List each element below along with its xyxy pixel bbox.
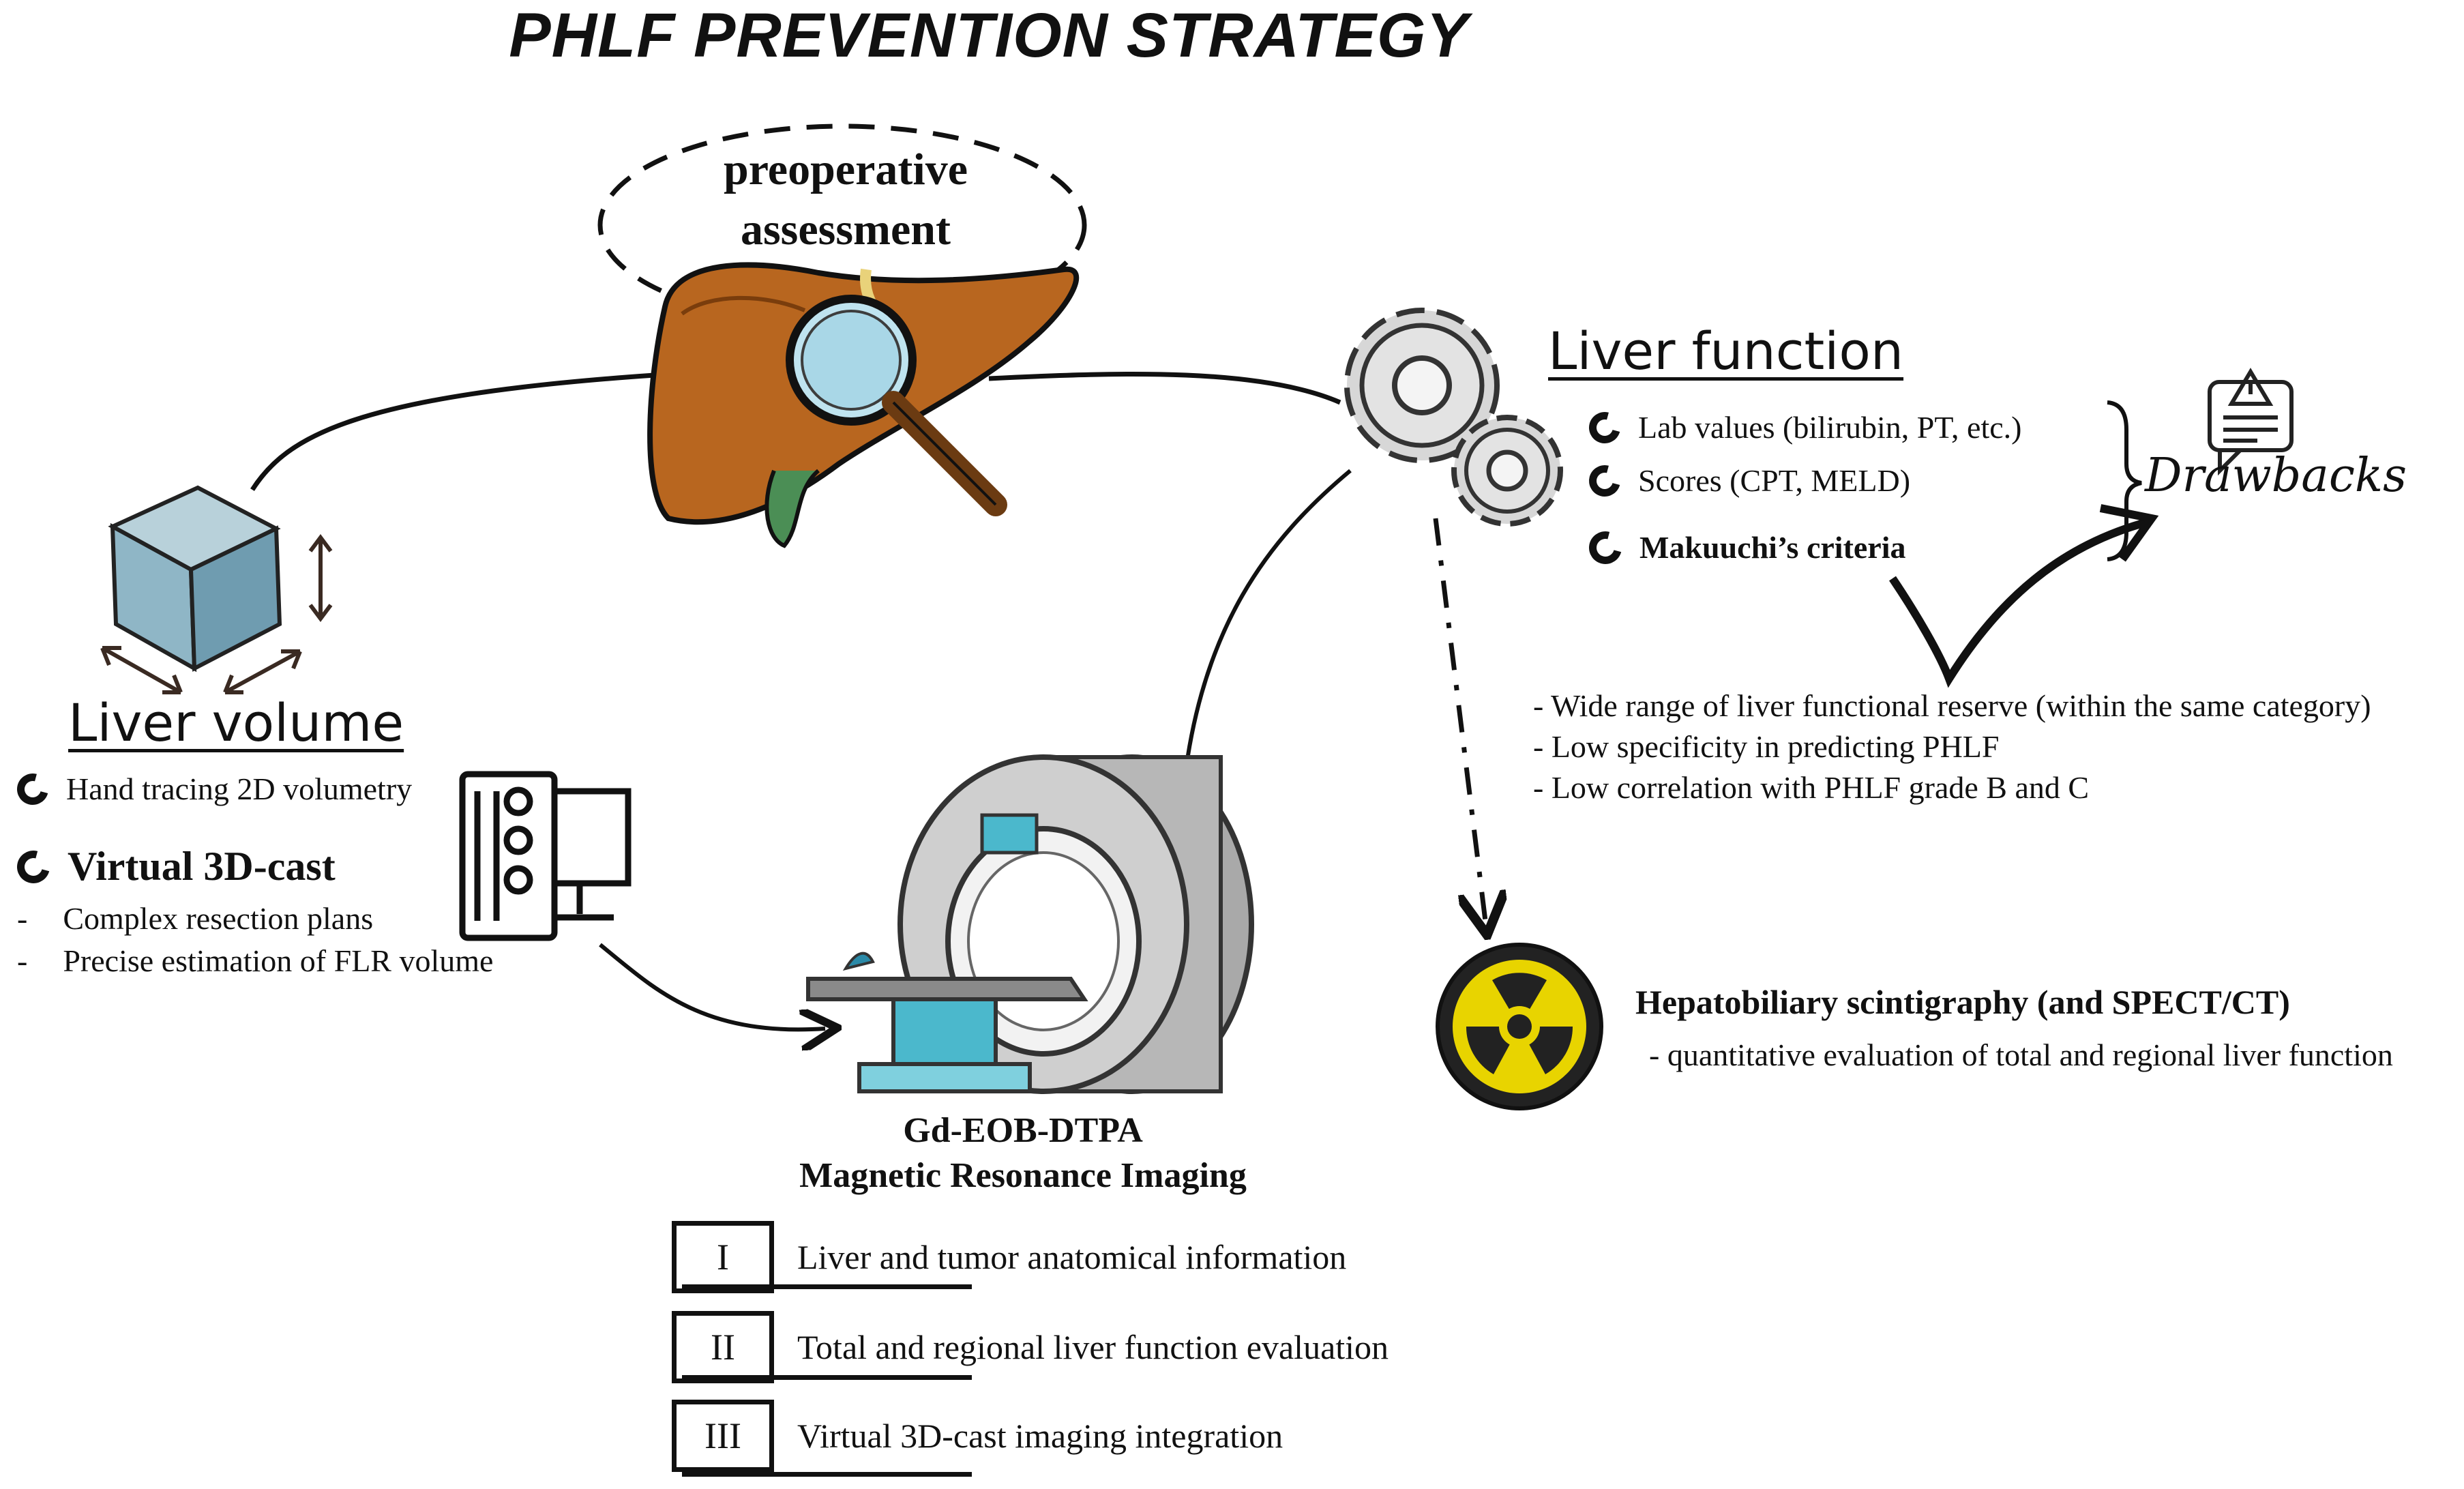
- drawbacks-brace: [2107, 400, 2142, 561]
- mri-row-2-underline: [682, 1375, 972, 1380]
- liver-function-item-2: Scores (CPT, MELD): [1583, 459, 1911, 502]
- mri-row-1-num: I: [672, 1221, 774, 1293]
- bullet-ring-icon: [11, 844, 56, 889]
- liver-magnifier-icon: [647, 262, 1080, 548]
- mri-row-3: III Virtual 3D-cast imaging integration: [672, 1400, 1283, 1472]
- page-title: PHLF PREVENTION STRATEGY: [509, 1, 1469, 70]
- liver-volume-detail-2: -Precise estimation of FLR volume: [17, 943, 494, 978]
- mri-row-2-num: II: [672, 1311, 774, 1383]
- bullet-ring-icon: [1583, 406, 1627, 449]
- scintigraphy-title: Hepatobiliary scintigraphy (and SPECT/CT…: [1635, 983, 2290, 1021]
- mri-title-line2: Magnetic Resonance Imaging: [799, 1156, 1247, 1195]
- mri-row-1-underline: [682, 1284, 972, 1289]
- assessment-ellipse: [597, 123, 1087, 327]
- connector-volume-liver: [250, 372, 655, 491]
- arrow-gears-mri: [1183, 469, 1352, 791]
- scintigraphy-detail: - quantitative evaluation of total and r…: [1649, 1037, 2393, 1072]
- drawback-1: - Wide range of liver functional reserve…: [1533, 688, 2371, 723]
- warning-message-icon: [2208, 368, 2294, 476]
- liver-volume-detail-2-text: Precise estimation of FLR volume: [63, 943, 494, 978]
- mri-row-1: I Liver and tumor anatomical information: [672, 1221, 1346, 1293]
- liver-volume-detail-1: -Complex resection plans: [17, 901, 374, 936]
- mri-row-1-text: Liver and tumor anatomical information: [797, 1238, 1347, 1276]
- liver-volume-item-1-text: Hand tracing 2D volumetry: [66, 771, 413, 806]
- liver-volume-detail-1-text: Complex resection plans: [63, 901, 374, 936]
- liver-volume-item-2: Virtual 3D-cast: [11, 843, 336, 890]
- mri-scanner-icon: [806, 754, 1254, 1094]
- liver-function-item-3: Makuuchi’s criteria: [1583, 525, 1906, 570]
- arrow-drawbacks-head: [2099, 504, 2159, 562]
- mri-row-3-underline: [682, 1472, 972, 1477]
- liver-volume-item-1: Hand tracing 2D volumetry: [11, 767, 413, 810]
- liver-function-item-3-text: Makuuchi’s criteria: [1639, 530, 1906, 565]
- assessment-label: preoperative assessment: [655, 140, 1037, 260]
- mri-row-3-num: III: [672, 1400, 774, 1472]
- arrow-drawbacks: [1889, 518, 2150, 688]
- bullet-ring-icon: [11, 767, 55, 810]
- drawback-2: - Low specificity in predicting PHLF: [1533, 729, 2000, 764]
- mri-row-2: II Total and regional liver function eva…: [672, 1311, 1389, 1383]
- bullet-ring-icon: [1583, 525, 1628, 570]
- mri-row-3-text: Virtual 3D-cast imaging integration: [797, 1417, 1283, 1455]
- computer-icon: [459, 771, 632, 941]
- liver-volume-heading: Liver volume: [68, 692, 404, 753]
- mri-title: Gd-EOB-DTPA Magnetic Resonance Imaging: [750, 1108, 1296, 1198]
- radiation-icon: [1436, 943, 1603, 1110]
- arrow-computer-mri: [599, 943, 825, 1029]
- arrow-gears-scintigraphy: [1433, 518, 1485, 921]
- mri-row-2-text: Total and regional liver function evalua…: [797, 1328, 1389, 1366]
- assessment-label-line1: preoperative: [723, 145, 968, 194]
- liver-function-item-1: Lab values (bilirubin, PT, etc.): [1583, 406, 2022, 449]
- connector-liver-gears: [988, 371, 1341, 405]
- drawback-3: - Low correlation with PHLF grade B and …: [1533, 770, 2090, 805]
- assessment-label-line2: assessment: [741, 205, 951, 254]
- liver-volume-item-2-text: Virtual 3D-cast: [68, 844, 336, 889]
- liver-function-heading: Liver function: [1548, 321, 1904, 381]
- drawbacks-label: Drawbacks: [2145, 449, 2407, 503]
- bullet-ring-icon: [1583, 459, 1627, 502]
- gears-icon: [1344, 308, 1563, 527]
- liver-function-item-2-text: Scores (CPT, MELD): [1638, 463, 1911, 498]
- cube-icon: [100, 485, 333, 694]
- liver-function-item-1-text: Lab values (bilirubin, PT, etc.): [1638, 410, 2022, 445]
- mri-title-line1: Gd-EOB-DTPA: [903, 1111, 1143, 1150]
